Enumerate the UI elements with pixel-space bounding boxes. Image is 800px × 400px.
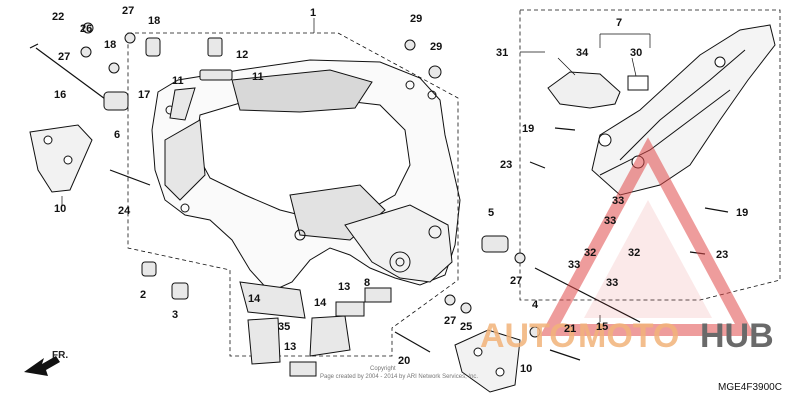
callout-21[interactable]: 21: [564, 323, 576, 335]
callout-10-right[interactable]: 10: [520, 363, 532, 375]
diagram-code: MGE4F3900C: [718, 382, 782, 393]
callout-20[interactable]: 20: [398, 355, 410, 367]
callout-24[interactable]: 24: [118, 205, 131, 217]
watermark-auto: AUTO: [480, 317, 576, 355]
group-outline-frame: [127, 9, 781, 357]
callout-33-a[interactable]: 33: [612, 195, 624, 207]
callout-34[interactable]: 34: [576, 47, 589, 59]
callout-6[interactable]: 6: [114, 129, 120, 141]
callout-11-b[interactable]: 11: [172, 75, 184, 87]
callout-27-left[interactable]: 27: [58, 51, 70, 63]
callout-4[interactable]: 4: [532, 299, 539, 311]
pad-30-drawing: [627, 75, 649, 91]
front-direction-arrow: FR.: [24, 350, 68, 376]
callout-33-b[interactable]: 33: [604, 215, 616, 227]
copyright-line-2: Page created by 2004 - 2014 by ARI Netwo…: [320, 374, 478, 380]
callout-18-b[interactable]: 18: [104, 39, 116, 51]
callout-13-b[interactable]: 13: [284, 341, 296, 353]
callout-14-a[interactable]: 14: [248, 293, 261, 305]
callout-8[interactable]: 8: [364, 277, 370, 289]
callout-23-a[interactable]: 23: [500, 159, 512, 171]
callout-35[interactable]: 35: [278, 321, 290, 333]
watermark-moto: MOTO: [578, 317, 679, 355]
callout-3[interactable]: 3: [172, 309, 178, 321]
callout-13-a[interactable]: 13: [338, 281, 350, 293]
callout-1[interactable]: 1: [310, 7, 316, 19]
callout-15[interactable]: 15: [596, 321, 608, 333]
callout-19-b[interactable]: 19: [736, 207, 748, 219]
callout-27-right[interactable]: 27: [510, 275, 522, 287]
callout-33-d[interactable]: 33: [606, 277, 618, 289]
callout-numbers: 1 22 26 27 18 18 27 12 11 11 17 16 6 10 …: [52, 5, 748, 375]
main-frame-drawing: [151, 59, 461, 293]
bracket-34-drawing: [547, 71, 621, 109]
front-direction-label: FR.: [52, 350, 68, 361]
callout-22[interactable]: 22: [52, 11, 64, 23]
leader-lines: [61, 18, 651, 322]
callout-17[interactable]: 17: [138, 89, 150, 101]
callout-11-a[interactable]: 11: [252, 71, 264, 83]
small-parts-drawing: [80, 22, 541, 377]
callout-30[interactable]: 30: [630, 47, 642, 59]
bracket-10-right-drawing: [454, 329, 521, 393]
callout-7[interactable]: 7: [616, 17, 622, 29]
callout-18-a[interactable]: 18: [148, 15, 160, 27]
callout-26[interactable]: 26: [80, 23, 92, 35]
callout-5[interactable]: 5: [488, 207, 494, 219]
callout-14-b[interactable]: 14: [314, 297, 327, 309]
rear-subframe-drawing: [591, 24, 776, 196]
callout-29-b[interactable]: 29: [430, 41, 442, 53]
callout-29-a[interactable]: 29: [410, 13, 422, 25]
callout-25[interactable]: 25: [460, 321, 472, 333]
callout-27-bottom[interactable]: 27: [444, 315, 456, 327]
watermark-hub: HUB: [700, 317, 774, 355]
callout-10-left[interactable]: 10: [54, 203, 66, 215]
callout-23-b[interactable]: 23: [716, 249, 728, 261]
watermark: AUTO MOTO HUB: [480, 137, 774, 355]
callout-12[interactable]: 12: [236, 49, 248, 61]
callout-2[interactable]: 2: [140, 289, 146, 301]
bracket-10-left-drawing: [29, 124, 93, 193]
copyright-line-1: Copyright: [370, 366, 396, 372]
callout-32-a[interactable]: 32: [584, 247, 596, 259]
callout-16[interactable]: 16: [54, 89, 66, 101]
callout-32-b[interactable]: 32: [628, 247, 640, 259]
callout-31[interactable]: 31: [496, 47, 508, 59]
callout-33-c[interactable]: 33: [568, 259, 580, 271]
callout-27-top[interactable]: 27: [122, 5, 134, 17]
callout-19-a[interactable]: 19: [522, 123, 534, 135]
